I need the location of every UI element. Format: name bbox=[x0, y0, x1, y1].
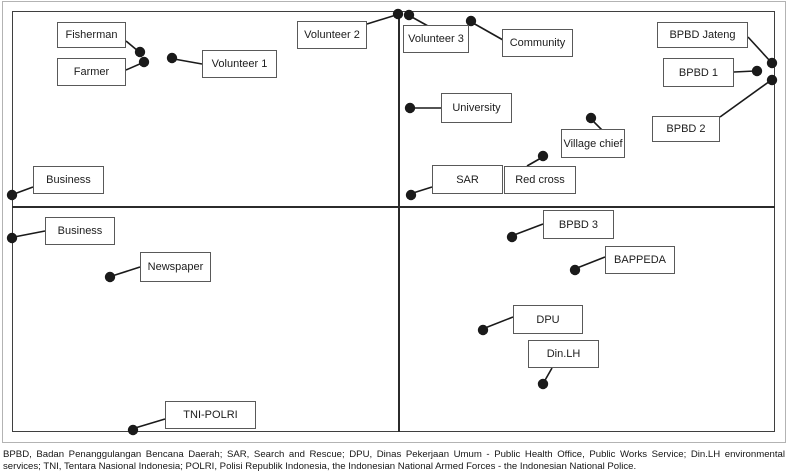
stakeholder-dot-fisherman bbox=[134, 46, 146, 58]
stakeholder-dot-bappeda bbox=[569, 264, 581, 276]
figure-footnote: BPBD, Badan Penanggulangan Bencana Daera… bbox=[3, 449, 785, 472]
horizontal-divider-line bbox=[12, 206, 775, 208]
connector-line-volunteer-1 bbox=[173, 58, 203, 65]
connector-line-red-cross bbox=[526, 157, 542, 167]
stakeholder-dot-newspaper bbox=[104, 271, 116, 283]
stakeholder-box-bpbd-2: BPBD 2 bbox=[652, 116, 720, 142]
stakeholder-box-volunteer-1: Volunteer 1 bbox=[202, 50, 277, 78]
connector-line-bpbd-1 bbox=[733, 70, 756, 73]
stakeholder-box-sar: SAR bbox=[432, 165, 503, 194]
figure-outer-frame bbox=[2, 1, 786, 443]
stakeholder-dot-tni-polri bbox=[127, 424, 139, 436]
vertical-divider-line bbox=[398, 11, 400, 432]
stakeholder-box-business: Business bbox=[33, 166, 104, 194]
stakeholder-box-dpu: DPU bbox=[513, 305, 583, 334]
connector-line-business bbox=[13, 230, 46, 238]
connector-line-bpbd-2 bbox=[719, 80, 771, 118]
connector-line-sar bbox=[412, 186, 433, 194]
stakeholder-box-tni-polri: TNI-POLRI bbox=[165, 401, 256, 429]
stakeholder-box-business: Business bbox=[45, 217, 115, 245]
stakeholder-dot-bpbd-3 bbox=[506, 231, 518, 243]
connector-line-bappeda bbox=[576, 256, 606, 269]
stakeholder-dot-business bbox=[6, 189, 18, 201]
stakeholder-dot-bpbd-1 bbox=[751, 65, 763, 77]
stakeholder-dot-dpu bbox=[477, 324, 489, 336]
connector-line-community bbox=[472, 22, 504, 41]
stakeholder-box-din-lh: Din.LH bbox=[528, 340, 599, 368]
stakeholder-box-bpbd-3: BPBD 3 bbox=[543, 210, 614, 239]
stakeholder-box-bappeda: BAPPEDA bbox=[605, 246, 675, 274]
stakeholder-dot-bpbd-2 bbox=[766, 74, 778, 86]
connector-line-volunteer-2 bbox=[366, 14, 397, 25]
connector-line-bpbd-3 bbox=[513, 223, 544, 236]
stakeholder-box-farmer: Farmer bbox=[57, 58, 126, 86]
stakeholder-box-bpbd-1: BPBD 1 bbox=[663, 58, 734, 87]
stakeholder-box-community: Community bbox=[502, 29, 573, 57]
stakeholder-dot-farmer bbox=[138, 56, 150, 68]
stakeholder-box-bpbd-jateng: BPBD Jateng bbox=[657, 22, 748, 48]
connector-line-bpbd-jateng bbox=[747, 36, 771, 62]
stakeholder-dot-village-chief bbox=[585, 112, 597, 124]
stakeholder-box-newspaper: Newspaper bbox=[140, 252, 211, 282]
stakeholder-dot-business bbox=[6, 232, 18, 244]
stakeholder-dot-volunteer-1 bbox=[166, 52, 178, 64]
stakeholder-box-university: University bbox=[441, 93, 512, 123]
stakeholder-dot-volunteer-2 bbox=[392, 8, 404, 20]
stakeholder-dot-community bbox=[465, 15, 477, 27]
stakeholder-box-red-cross: Red cross bbox=[504, 166, 576, 194]
stakeholder-dot-university bbox=[404, 102, 416, 114]
stakeholder-dot-din-lh bbox=[537, 378, 549, 390]
connector-line-tni-polri bbox=[134, 418, 166, 429]
stakeholder-box-volunteer-2: Volunteer 2 bbox=[297, 21, 367, 49]
stakeholder-box-volunteer-3: Volunteer 3 bbox=[403, 25, 469, 53]
connector-line-business bbox=[13, 186, 34, 195]
stakeholder-dot-red-cross bbox=[537, 150, 549, 162]
stakeholder-dot-bpbd-jateng bbox=[766, 57, 778, 69]
stakeholder-dot-sar bbox=[405, 189, 417, 201]
stakeholder-dot-volunteer-3 bbox=[403, 9, 415, 21]
stakeholder-box-fisherman: Fisherman bbox=[57, 22, 126, 48]
connector-line-dpu bbox=[484, 316, 514, 329]
stakeholder-box-village-chief: Village chief bbox=[561, 129, 625, 158]
connector-line-newspaper bbox=[111, 266, 141, 277]
